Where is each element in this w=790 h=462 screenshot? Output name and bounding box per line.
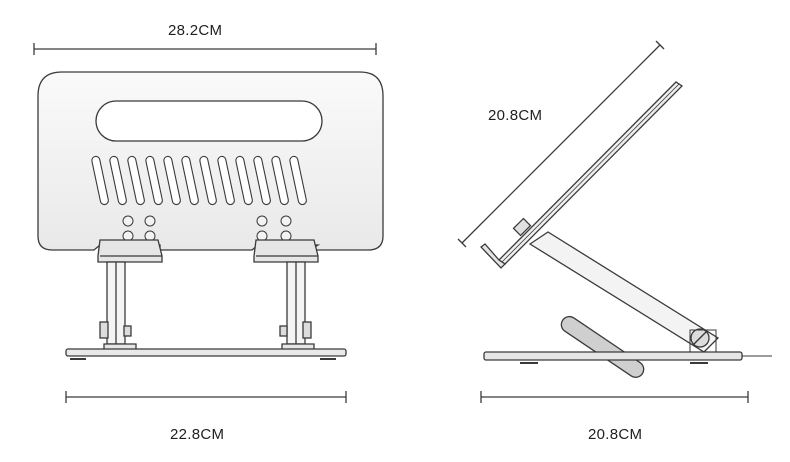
side-view <box>457 40 772 403</box>
front-base-plate <box>65 348 347 357</box>
side-height-dimension-line <box>457 40 665 248</box>
right-leg-assembly <box>253 239 319 351</box>
handle-cutout <box>95 100 323 142</box>
top-width-label: 28.2CM <box>168 22 223 39</box>
base-width-label: 22.8CM <box>170 426 225 443</box>
laptop-plate <box>37 71 384 251</box>
tilted-plate <box>480 81 684 269</box>
side-base-plate <box>483 351 743 361</box>
side-depth-label: 20.8CM <box>588 426 643 443</box>
ventilation-slots <box>91 155 307 206</box>
rubber-bumpers <box>122 215 292 242</box>
support-arm <box>528 231 720 353</box>
front-view <box>33 43 384 403</box>
arm-slot <box>560 315 645 378</box>
left-leg-assembly <box>97 239 163 351</box>
side-depth-dimension-line <box>480 391 749 403</box>
base-width-dimension-line <box>65 391 347 403</box>
side-height-label: 20.8CM <box>488 107 543 124</box>
top-width-dimension-line <box>33 43 377 55</box>
